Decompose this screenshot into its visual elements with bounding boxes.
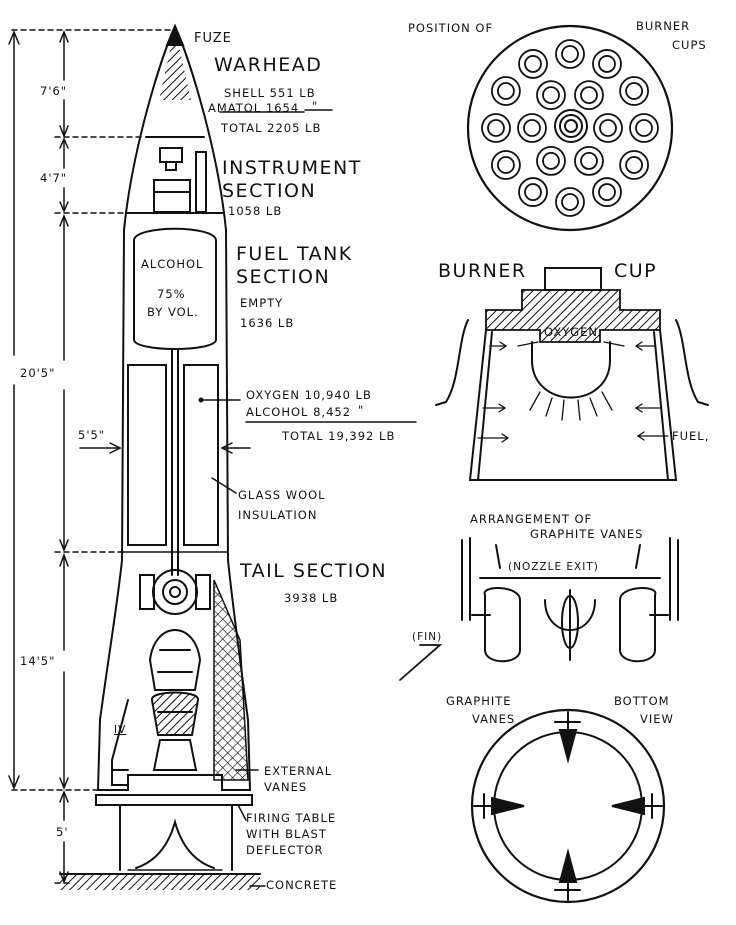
dimension-lines <box>12 30 172 883</box>
burner-cup-circle <box>556 188 584 216</box>
instrument-weight: 1058 LB <box>228 204 283 218</box>
burner-plate-label-right-2: CUPS <box>672 38 707 52</box>
tail-weight: 3938 LB <box>284 591 339 605</box>
burner-cup-circle <box>543 87 559 103</box>
burner-cup-circle <box>626 157 642 173</box>
fin-number-mark: IV <box>114 724 127 736</box>
fuel-weight: 1636 LB <box>240 316 295 330</box>
burner-cup-circle <box>537 81 565 109</box>
warhead-total: TOTAL 2205 LB <box>221 121 322 135</box>
dimension-table: 5' <box>56 825 69 839</box>
burner-cup-circle <box>518 114 546 142</box>
burner-cup-title-left: BURNER <box>438 260 527 282</box>
alcohol-percent: 75% <box>157 287 186 301</box>
alcohol-volume: BY VOL. <box>147 305 199 319</box>
burner-plate-label-left: POSITION OF <box>408 21 494 35</box>
burner-cup-circle <box>594 114 622 142</box>
dimension-diameter: 5'5" <box>78 428 106 442</box>
burner-cup-circle <box>562 46 578 62</box>
concrete-label: CONCRETE <box>266 878 338 892</box>
alcohol-tank-label: ALCOHOL <box>141 257 204 271</box>
external-vanes-label-2: VANES <box>264 780 308 794</box>
burner-cup-circle <box>600 120 616 136</box>
burner-cup-circle <box>630 114 658 142</box>
bottom-view-label-2: VIEW <box>640 712 674 726</box>
burner-cup-circle <box>593 50 621 78</box>
fin-label: (FIN) <box>412 631 443 643</box>
burner-cup-circle <box>581 87 597 103</box>
glass-wool-label-2: INSULATION <box>238 508 318 522</box>
dimension-tail: 14'5" <box>20 654 56 668</box>
amatol-weight: AMATOL 1654 <box>208 101 300 115</box>
burner-cup-circle <box>519 178 547 206</box>
burner-cup-circle <box>626 83 642 99</box>
burner-cup-circle <box>562 194 578 210</box>
burner-cup-circle <box>599 56 615 72</box>
burner-cup-circle <box>488 120 504 136</box>
burner-cup-circle <box>543 153 559 169</box>
instrument-label-1: INSTRUMENT <box>222 157 362 179</box>
burner-plate-label-right-1: BURNER <box>636 19 691 33</box>
dimension-warhead: 7'6" <box>40 84 68 98</box>
dimension-arrows <box>9 32 250 882</box>
fuel-tank-label-1: FUEL TANK <box>236 243 353 265</box>
tail-section-label: TAIL SECTION <box>240 560 388 582</box>
nozzle-exit-label: (NOZZLE EXIT) <box>508 561 599 573</box>
oxygen-load: OXYGEN 10,940 LB <box>246 388 372 402</box>
burner-cup-circle <box>537 147 565 175</box>
rocket-body <box>98 26 250 790</box>
leader-lines <box>202 110 416 820</box>
vane-arrangement-drawing <box>400 538 678 680</box>
graphite-vanes-label-2: VANES <box>472 712 516 726</box>
bottom-view-drawing <box>472 710 664 902</box>
glass-wool-label-1: GLASS WOOL <box>238 488 326 502</box>
burner-cup-title-right: CUP <box>614 260 658 282</box>
firing-table <box>60 795 265 890</box>
burner-cup-circle <box>599 184 615 200</box>
external-vanes-label-1: EXTERNAL <box>264 764 333 778</box>
firing-table-label-3: DEFLECTOR <box>246 843 324 857</box>
burner-cup-circle <box>593 178 621 206</box>
amatol-ditto: " <box>312 99 319 113</box>
burner-cup-drawing <box>436 268 708 480</box>
fuel-label: FUEL, <box>672 429 710 443</box>
fuel-empty-label: EMPTY <box>240 296 284 310</box>
burner-cup-circle <box>556 40 584 68</box>
graphite-vanes-label-1: GRAPHITE <box>446 694 512 708</box>
burner-cup-circle <box>575 147 603 175</box>
burner-cup-circle <box>492 151 520 179</box>
firing-table-label-2: WITH BLAST <box>246 827 327 841</box>
vanes-title-2: GRAPHITE VANES <box>530 527 644 541</box>
burner-cup-circle <box>620 77 648 105</box>
burner-cup-circle <box>519 50 547 78</box>
dimension-instrument: 4'7" <box>40 171 68 185</box>
burner-cup-circle <box>498 83 514 99</box>
burner-cup-circle <box>620 151 648 179</box>
fuel-tank-label-2: SECTION <box>236 266 331 288</box>
burner-cup-circle <box>482 114 510 142</box>
firing-table-label-1: FIRING TABLE <box>246 811 337 825</box>
alcohol-load: ALCOHOL 8,452 <box>246 405 352 419</box>
burner-plate <box>468 26 672 230</box>
burner-cup-circle <box>525 56 541 72</box>
alcohol-load-ditto: " <box>358 403 365 417</box>
oxygen-label: OXYGEN <box>544 325 598 339</box>
instrument-label-2: SECTION <box>222 180 317 202</box>
load-total: TOTAL 19,392 LB <box>282 429 396 443</box>
bottom-view-label-1: BOTTOM <box>614 694 670 708</box>
dimension-fuel: 20'5" <box>20 366 56 380</box>
burner-cup-circle <box>525 184 541 200</box>
burner-cup-circle <box>498 157 514 173</box>
burner-cup-circle <box>636 120 652 136</box>
burner-cup-circle <box>581 153 597 169</box>
burner-cup-circle <box>492 77 520 105</box>
shell-weight: SHELL 551 LB <box>224 86 316 100</box>
burner-cup-circle <box>524 120 540 136</box>
vanes-title-1: ARRANGEMENT OF <box>470 512 593 526</box>
fuze-label: FUZE <box>194 31 232 46</box>
warhead-label: WARHEAD <box>214 54 323 76</box>
burner-cup-circle <box>575 81 603 109</box>
